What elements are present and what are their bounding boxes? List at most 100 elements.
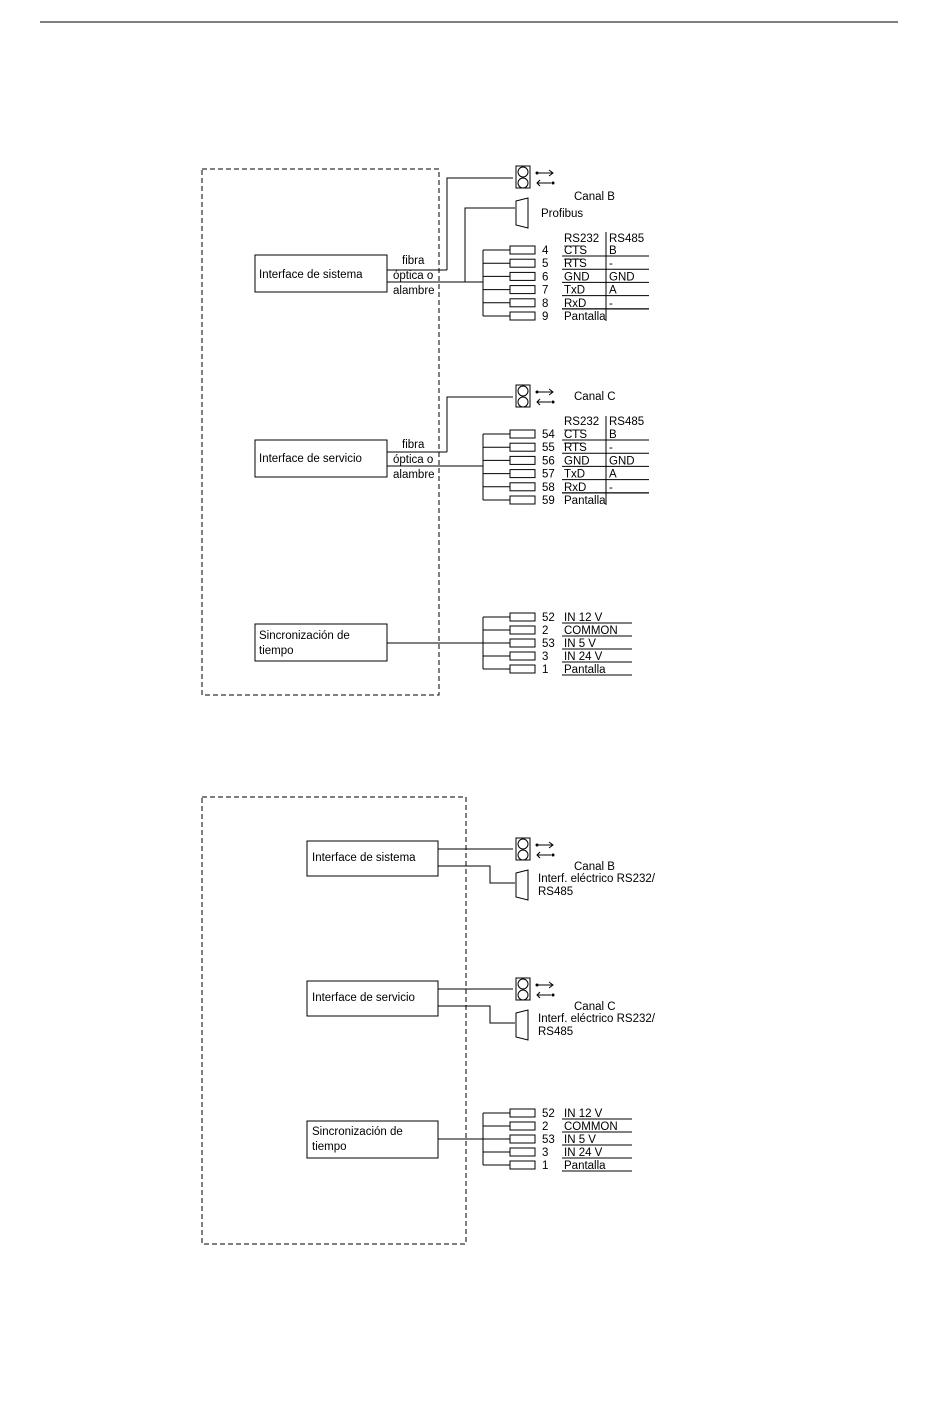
pin-number: 53 bbox=[542, 1134, 555, 1146]
system-interface-section: Interface de sistema fibra óptica o alam… bbox=[254, 165, 649, 323]
rs485-signal: GND bbox=[609, 271, 635, 283]
rs485-signal: B bbox=[609, 429, 617, 441]
terminal-icon bbox=[509, 311, 536, 321]
terminal-icon bbox=[509, 1160, 536, 1170]
signal-label: IN 12 V bbox=[564, 612, 603, 624]
terminal-row: 1 Pantalla bbox=[483, 1160, 632, 1172]
channel-b-label: Canal B bbox=[574, 191, 615, 203]
rs485-signal: - bbox=[609, 482, 613, 494]
channel-c-label: Canal C bbox=[574, 1001, 616, 1013]
system-interface-label: Interface de sistema bbox=[312, 852, 416, 864]
time-sync-box bbox=[306, 1120, 439, 1159]
system-interface-label: Interface de sistema bbox=[259, 269, 363, 281]
device-housing-outline bbox=[201, 796, 467, 1245]
terminal-icon bbox=[509, 245, 536, 255]
terminal-icon bbox=[509, 469, 536, 479]
terminal-icon bbox=[509, 285, 536, 295]
pin-number: 56 bbox=[542, 455, 555, 467]
profibus-label: Profibus bbox=[541, 208, 583, 220]
connector-label-line2: RS485 bbox=[538, 886, 573, 898]
service-interface-box bbox=[306, 980, 439, 1017]
pin-number: 9 bbox=[542, 311, 548, 323]
rs232-signal: RTS bbox=[564, 258, 587, 270]
pin-number: 1 bbox=[542, 1160, 548, 1172]
pin-number: 52 bbox=[542, 1108, 555, 1120]
rs232-signal: CTS bbox=[564, 429, 587, 441]
pin-number: 55 bbox=[542, 442, 555, 454]
terminal-icon bbox=[509, 651, 536, 661]
signal-label: Pantalla bbox=[564, 1160, 606, 1172]
rs485-signal: GND bbox=[609, 455, 635, 467]
rs232-signal: GND bbox=[564, 455, 590, 467]
signal-label: IN 24 V bbox=[564, 1147, 603, 1159]
service-interface-label: Interface de servicio bbox=[259, 453, 362, 465]
pin-number: 6 bbox=[542, 271, 548, 283]
rs232-signal: RxD bbox=[564, 482, 586, 494]
rs232-signal: RxD bbox=[564, 298, 586, 310]
terminal-row: 3 IN 24 V bbox=[483, 1147, 632, 1159]
terminal-icon bbox=[509, 664, 536, 674]
time-sync-label-line1: Sincronización de bbox=[259, 630, 350, 642]
terminal-icon bbox=[509, 1108, 536, 1118]
terminal-icon bbox=[509, 429, 536, 439]
rs232-signal: GND bbox=[564, 271, 590, 283]
system-interface-section: Interface de sistema Canal B Interf. elé… bbox=[306, 837, 656, 901]
time-sync-label-line2: tiempo bbox=[259, 645, 294, 657]
terminal-icon bbox=[509, 625, 536, 635]
fiber-optic-connector-icon bbox=[515, 384, 555, 408]
terminal-row: 1 Pantalla bbox=[483, 664, 632, 676]
fiber-optic-connector-icon bbox=[515, 977, 555, 1001]
terminal-row: 6 GND GND bbox=[483, 271, 649, 283]
rs485-signal: - bbox=[609, 442, 613, 454]
pin-number: 7 bbox=[542, 285, 548, 297]
rs485-signal: A bbox=[609, 469, 617, 481]
terminal-row: 53 IN 5 V bbox=[483, 1134, 632, 1146]
pin-number: 58 bbox=[542, 482, 555, 494]
signal-label: COMMON bbox=[564, 1121, 618, 1133]
signal-label: IN 5 V bbox=[564, 1134, 596, 1146]
service-interface-label: Interface de servicio bbox=[312, 992, 415, 1004]
service-interface-section: Interface de servicio fibra óptica o ala… bbox=[254, 384, 649, 507]
signal-label: IN 24 V bbox=[564, 651, 603, 663]
medium-label-optica: óptica o bbox=[393, 270, 433, 282]
electrical-connector-icon bbox=[515, 869, 529, 901]
signal-label: Pantalla bbox=[564, 664, 606, 676]
header-rs232: RS232 bbox=[564, 233, 599, 245]
terminal-icon bbox=[509, 482, 536, 492]
header-rs485: RS485 bbox=[609, 233, 644, 245]
pin-number: 3 bbox=[542, 651, 548, 663]
medium-label-fibra: fibra bbox=[402, 255, 425, 267]
pin-number: 4 bbox=[542, 245, 549, 257]
header-rs232: RS232 bbox=[564, 416, 599, 428]
connector-label-line1: Interf. eléctrico RS232/ bbox=[538, 873, 656, 885]
rs485-signal: B bbox=[609, 245, 617, 257]
medium-label-fibra: fibra bbox=[402, 439, 425, 451]
terminal-row: 58 RxD - bbox=[483, 482, 649, 494]
system-interface-box bbox=[306, 840, 439, 877]
fiber-optic-connector-icon bbox=[515, 165, 555, 189]
medium-label-alambre: alambre bbox=[393, 469, 435, 481]
rs485-signal: - bbox=[609, 298, 613, 310]
pin-number: 3 bbox=[542, 1147, 548, 1159]
signal-label: IN 5 V bbox=[564, 638, 596, 650]
pin-number: 1 bbox=[542, 664, 548, 676]
rs232-signal: Pantalla bbox=[564, 311, 606, 323]
